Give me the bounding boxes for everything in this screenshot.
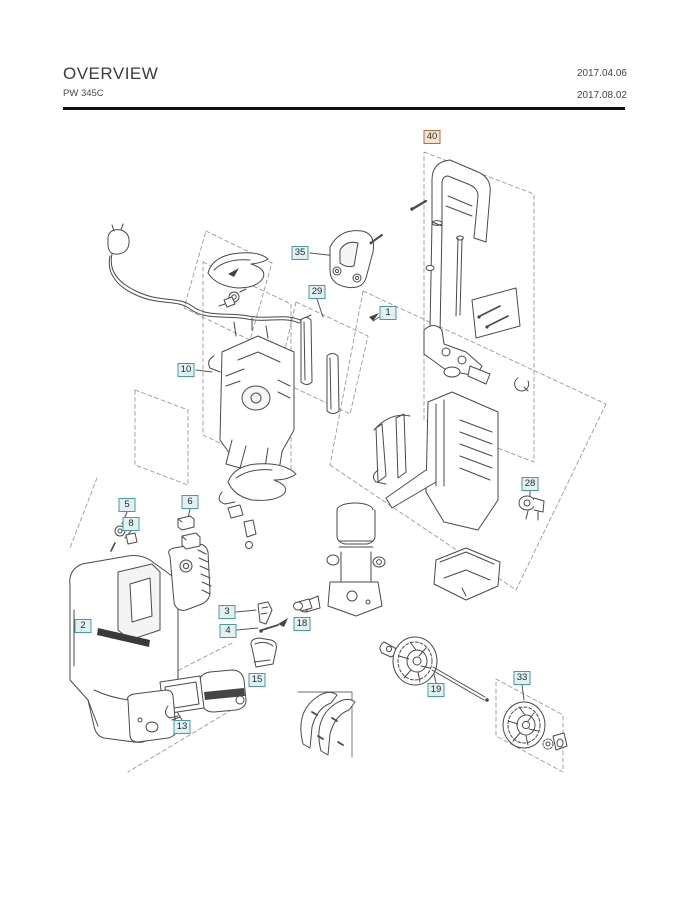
part-filter-group-13 [127,669,247,743]
callout-4[interactable]: 4 [219,624,237,638]
part-valve-28 [518,495,545,521]
callout-18[interactable]: 18 [293,617,311,631]
part-power-cord [107,223,312,329]
callout-29[interactable]: 29 [308,285,326,299]
callout-2[interactable]: 2 [74,619,92,633]
part-wheel-covers [297,691,356,758]
part-wheel-19 [379,636,489,702]
callout-8[interactable]: 8 [122,517,140,531]
part-handle-grip [329,230,383,289]
part-ribbed-panel [168,543,212,611]
part-cup-15 [250,637,277,668]
callout-15[interactable]: 15 [248,673,266,687]
header-divider [63,107,625,110]
callout-5[interactable]: 5 [118,498,136,512]
part-switch-assembly [218,288,247,308]
part-top-cover [227,463,297,501]
callout-19[interactable]: 19 [427,683,445,697]
part-bottom-tray [433,547,501,601]
part-fitting-18 [293,598,313,612]
page-title: OVERVIEW [63,64,159,83]
callout-33[interactable]: 33 [513,671,531,685]
part-small-3-4 [257,601,288,633]
date-published: 2017.04.06 [576,68,627,79]
part-handle-assembly [410,159,521,385]
model-number: PW 345C [63,88,104,99]
part-handle-insert [207,252,269,289]
callout-3[interactable]: 3 [218,605,236,619]
callout-40[interactable]: 40 [423,130,441,144]
part-rear-chassis [372,391,499,531]
callout-28[interactable]: 28 [521,477,539,491]
part-small-6 [177,515,201,550]
callout-10[interactable]: 10 [177,363,195,377]
date-revised: 2017.08.02 [576,90,627,101]
part-side-tubes [300,317,340,414]
callout-1[interactable]: 1 [379,306,397,320]
callout-35[interactable]: 35 [291,246,309,260]
callout-13[interactable]: 13 [173,720,191,734]
part-wheel-33 [502,701,568,751]
part-middle-hardware [218,491,257,549]
callout-6[interactable]: 6 [181,495,199,509]
part-hose-clamp [514,377,530,392]
